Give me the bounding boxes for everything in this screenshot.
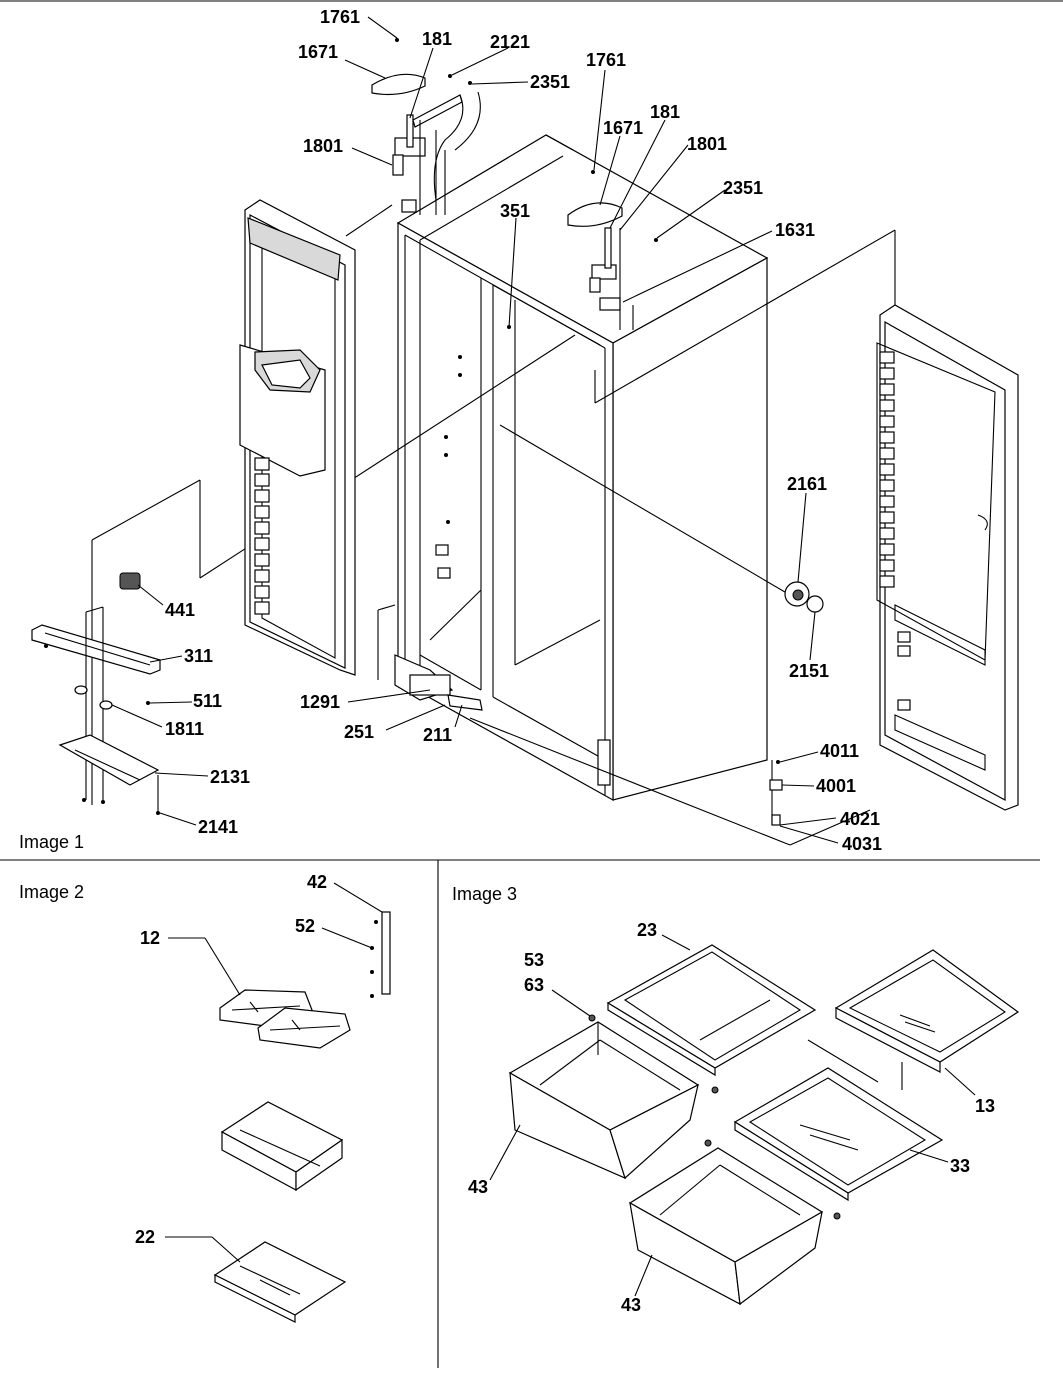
small-parts-image1 bbox=[31, 572, 824, 826]
callout-label: 22 bbox=[135, 1227, 155, 1247]
callout-label: 181 bbox=[650, 102, 680, 122]
panel-caption-image1: Image 1 bbox=[19, 832, 84, 852]
callout-label: 2351 bbox=[723, 178, 763, 198]
shelves-drawing bbox=[165, 882, 391, 1323]
callout-label: 351 bbox=[500, 201, 530, 221]
callout-label: 42 bbox=[307, 872, 327, 892]
callout-label: 43 bbox=[468, 1177, 488, 1197]
panel-caption-image2: Image 2 bbox=[19, 882, 84, 902]
crisper-drawing bbox=[489, 934, 1020, 1306]
callout-label: 4031 bbox=[842, 834, 882, 854]
top-hinge-right bbox=[567, 170, 658, 330]
callout-label: 63 bbox=[524, 975, 544, 995]
callout-label: 13 bbox=[975, 1096, 995, 1116]
callout-label: 43 bbox=[621, 1295, 641, 1315]
callout-label: 2351 bbox=[530, 72, 570, 92]
callout-label: 211 bbox=[423, 725, 452, 745]
callout-label: 4021 bbox=[840, 809, 880, 829]
leader-lines-image1 bbox=[111, 16, 839, 844]
top-hinge-left bbox=[371, 38, 481, 215]
fresh-food-door bbox=[876, 304, 1019, 811]
callout-label: 1671 bbox=[298, 42, 338, 62]
callout-label: 2121 bbox=[490, 32, 530, 52]
callout-label: 52 bbox=[295, 916, 315, 936]
callout-label: 2141 bbox=[198, 817, 238, 837]
callout-label: 1291 bbox=[300, 692, 340, 712]
callout-label: 1801 bbox=[687, 134, 727, 154]
cabinet-drawing bbox=[91, 134, 896, 846]
panel-captions: Image 1 Image 2 Image 3 bbox=[19, 832, 517, 904]
callout-label: 511 bbox=[193, 691, 222, 711]
callout-label: 251 bbox=[344, 722, 374, 742]
callout-label: 1801 bbox=[303, 136, 343, 156]
callout-label: 2161 bbox=[787, 474, 827, 494]
callout-label: 4011 bbox=[820, 741, 859, 761]
fresh-food-door-bins bbox=[879, 351, 895, 588]
callout-label: 4001 bbox=[816, 776, 856, 796]
callout-label: 441 bbox=[165, 600, 195, 620]
callout-label: 2151 bbox=[789, 661, 829, 681]
callout-labels: 1761 1671 181 2121 2351 1801 1761 1671 1… bbox=[135, 7, 995, 1315]
callout-label: 311 bbox=[184, 646, 213, 666]
callout-label: 23 bbox=[637, 920, 657, 940]
callout-label: 1631 bbox=[775, 220, 815, 240]
callout-label: 1811 bbox=[165, 719, 204, 739]
callout-label: 12 bbox=[140, 928, 160, 948]
callout-label: 1761 bbox=[320, 7, 360, 27]
freezer-door bbox=[239, 199, 356, 676]
callout-label: 1671 bbox=[603, 118, 643, 138]
callout-label: 181 bbox=[422, 29, 452, 49]
freezer-door-shelves bbox=[254, 457, 270, 615]
callout-label: 33 bbox=[950, 1156, 970, 1176]
callout-label: 53 bbox=[524, 950, 544, 970]
callout-label: 2131 bbox=[210, 767, 250, 787]
panel-caption-image3: Image 3 bbox=[452, 884, 517, 904]
callout-label: 1761 bbox=[586, 50, 626, 70]
